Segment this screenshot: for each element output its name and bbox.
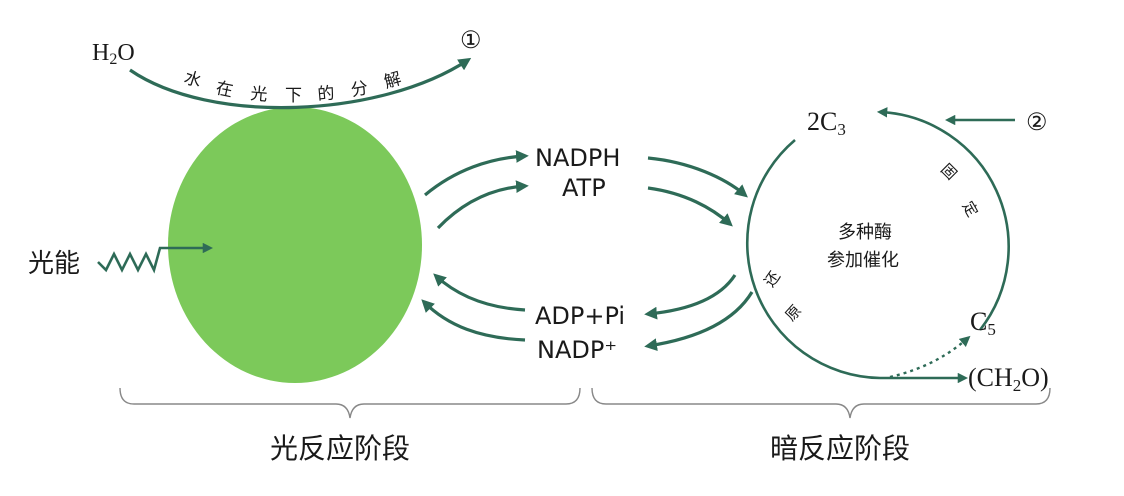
water-label: H2O xyxy=(92,40,135,68)
calvin-cycle-ring-right xyxy=(876,107,1010,331)
dark-stage-brace xyxy=(591,387,1051,419)
fixation-label-1: 固 xyxy=(937,160,960,183)
c3-label: 2C3 xyxy=(807,107,846,139)
calvin-cycle-ring xyxy=(745,139,881,380)
fixation-label-2: 定 xyxy=(959,198,982,220)
arc-char-1: 水 xyxy=(181,68,203,92)
arc-char-6: 分 xyxy=(349,78,369,101)
c5-label: C5 xyxy=(970,307,996,339)
arc-char-7: 解 xyxy=(382,69,404,93)
out-arrow-1 xyxy=(423,150,529,197)
c5-regeneration-arrow xyxy=(889,335,971,379)
arc-char-3: 光 xyxy=(250,84,269,105)
enzyme-label-1: 多种酶 xyxy=(838,222,892,243)
arc-char-5: 的 xyxy=(317,84,336,105)
arc-char-2: 在 xyxy=(214,78,235,101)
light-reaction-disc xyxy=(168,107,422,383)
product-marker-1: ① xyxy=(460,28,482,54)
carbohydrate-label: (CH2O) xyxy=(968,363,1049,395)
arc-char-4: 下 xyxy=(285,86,302,106)
light-stage-label: 光反应阶段 xyxy=(270,432,410,465)
nadp-label: NADP⁺ xyxy=(537,336,617,364)
light-energy-zigzag xyxy=(97,242,214,274)
water-splitting-arrow xyxy=(129,57,472,110)
from-cycle-arrow-1 xyxy=(644,274,737,320)
to-cycle-arrow-1 xyxy=(647,156,748,198)
light-energy-label: 光能 xyxy=(28,249,80,279)
reduction-label-2: 原 xyxy=(782,301,805,324)
return-arrow-2 xyxy=(421,299,526,342)
light-stage-brace xyxy=(119,387,581,419)
nadph-label: NADPH xyxy=(535,144,620,172)
to-cycle-arrow-2 xyxy=(647,186,733,227)
from-cycle-arrow-2 xyxy=(644,291,754,351)
dark-stage-label: 暗反应阶段 xyxy=(770,432,910,465)
return-arrow-1 xyxy=(433,273,526,312)
atp-label: ATP xyxy=(562,174,606,202)
water-splitting-label: 水 在 光 下 的 分 解 xyxy=(181,68,403,106)
reduction-label-1: 还 xyxy=(761,268,784,291)
adp-pi-label: ADP+Pi xyxy=(535,302,625,330)
out-arrow-2 xyxy=(436,180,529,230)
input-marker-2: ② xyxy=(1026,110,1048,136)
enzyme-label-2: 参加催化 xyxy=(827,250,899,271)
